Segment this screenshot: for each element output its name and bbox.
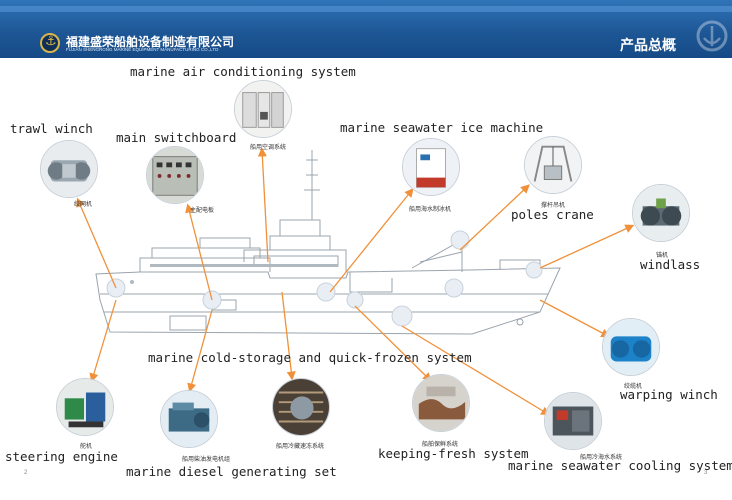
ice-machine-image: [402, 138, 460, 196]
caption-windlass: 锚机: [656, 252, 669, 259]
caption-trawl-winch: 绞网机: [74, 201, 93, 208]
label-trawl-winch: trawl winch: [10, 121, 93, 136]
caption-poles-crane: 撑杆吊机: [541, 202, 566, 209]
label-air-conditioning: marine air conditioning system: [130, 64, 356, 79]
header-banner: 福建盛荣船舶设备制造有限公司 FUJIAN SHENGRONG MARINE E…: [0, 0, 732, 58]
cold-storage-image: [272, 378, 330, 436]
caption-air-conditioning: 船用空调系统: [250, 144, 287, 151]
page-title: 产品总概: [620, 38, 676, 54]
main-switchboard-image: [146, 146, 204, 204]
anchor-watermark-icon: [696, 20, 728, 52]
label-seawater-cooling: marine seawater cooling system: [508, 458, 732, 473]
keeping-fresh-image: [412, 374, 470, 432]
company-name-cn: 福建盛荣船舶设备制造有限公司: [66, 35, 235, 49]
steering-engine-image: [56, 378, 114, 436]
caption-seawater-cooling: 船用冷海水系统: [580, 454, 623, 461]
header-stripe: [0, 6, 732, 12]
callout-arrows: [76, 147, 635, 416]
anchor-logo-icon: [40, 33, 60, 53]
page-number-left: 2: [24, 470, 28, 476]
caption-cold-storage: 船用冷藏速冻系统: [276, 443, 325, 450]
label-keeping-fresh: keeping-fresh system: [378, 446, 529, 461]
equipment-markers: [106, 230, 543, 327]
poles-crane-image: [524, 136, 582, 194]
label-steering-engine: steering engine: [5, 449, 118, 464]
caption-diesel-generating: 船用柴油发电机组: [182, 456, 231, 463]
diesel-generating-image: [160, 390, 218, 448]
caption-steering-engine: 舵机: [80, 443, 93, 450]
trawl-winch-image: [40, 140, 98, 198]
label-main-switchboard: main switchboard: [116, 130, 237, 145]
caption-ice-machine: 船用海水制冰机: [409, 206, 452, 213]
air-conditioning-image: [234, 80, 292, 138]
caption-keeping-fresh: 船舶保鲜系统: [422, 441, 459, 448]
label-poles-crane: poles crane: [511, 207, 594, 222]
caption-warping-winch: 绞缆机: [624, 383, 643, 390]
warping-winch-image: [602, 318, 660, 376]
windlass-image: [632, 184, 690, 242]
ship-diagram: [76, 147, 635, 416]
label-windlass: windlass: [640, 257, 701, 272]
seawater-cooling-image: [544, 392, 602, 450]
label-warping-winch: warping winch: [620, 387, 718, 402]
label-cold-storage: marine cold-storage and quick-frozen sys…: [148, 350, 472, 365]
page-number-right: 3: [704, 470, 708, 476]
company-name-en: FUJIAN SHENGRONG MARINE EQUIPMENT MANUFA…: [66, 47, 219, 52]
label-diesel-generating: marine diesel generating set: [126, 464, 337, 479]
caption-main-switchboard: 主配电板: [190, 207, 215, 214]
label-ice-machine: marine seawater ice machine: [340, 120, 544, 135]
